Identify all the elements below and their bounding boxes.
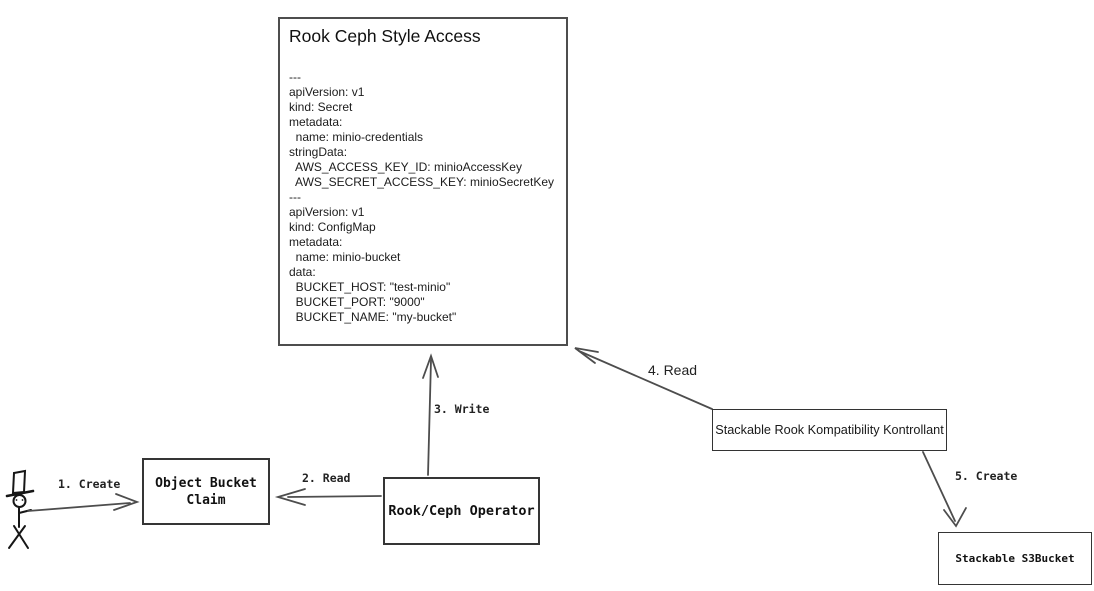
edge-label-create-s3bucket: 5. Create [955,469,1018,483]
edge-label-read-claim: 2. Read [302,471,351,485]
arrow-read-config [574,347,713,410]
node-label: Stackable Rook Kompatibility Kontrollant [715,423,944,437]
main-box-title: Rook Ceph Style Access [289,26,481,46]
arrow-create-claim [27,493,140,512]
arrow-read-claim [274,488,382,506]
user-stick-figure-icon [5,469,35,549]
main-box-yaml: --- apiVersion: v1 kind: Secret metadata… [289,70,554,324]
node-object-bucket-claim: Object Bucket Claim [142,458,270,525]
node-label: Stackable S3Bucket [955,552,1075,565]
node-rook-ceph-style-access: Rook Ceph Style Access --- apiVersion: v… [278,17,568,346]
node-rook-ceph-operator: Rook/Ceph Operator [383,477,540,545]
node-stackable-s3bucket: Stackable S3Bucket [938,532,1092,585]
edge-label-create-claim: 1. Create [58,477,121,491]
arrow-create-s3bucket [922,451,967,528]
edge-label-read-config: 4. Read [648,362,698,378]
arrow-write-config [422,353,439,476]
top-hat-icon [11,469,27,495]
node-label: Object Bucket Claim [155,475,257,508]
node-stackable-rook-kompatibility-kontrollant: Stackable Rook Kompatibility Kontrollant [712,409,947,451]
node-label: Rook/Ceph Operator [388,503,535,519]
edge-label-write-config: 3. Write [434,402,490,416]
